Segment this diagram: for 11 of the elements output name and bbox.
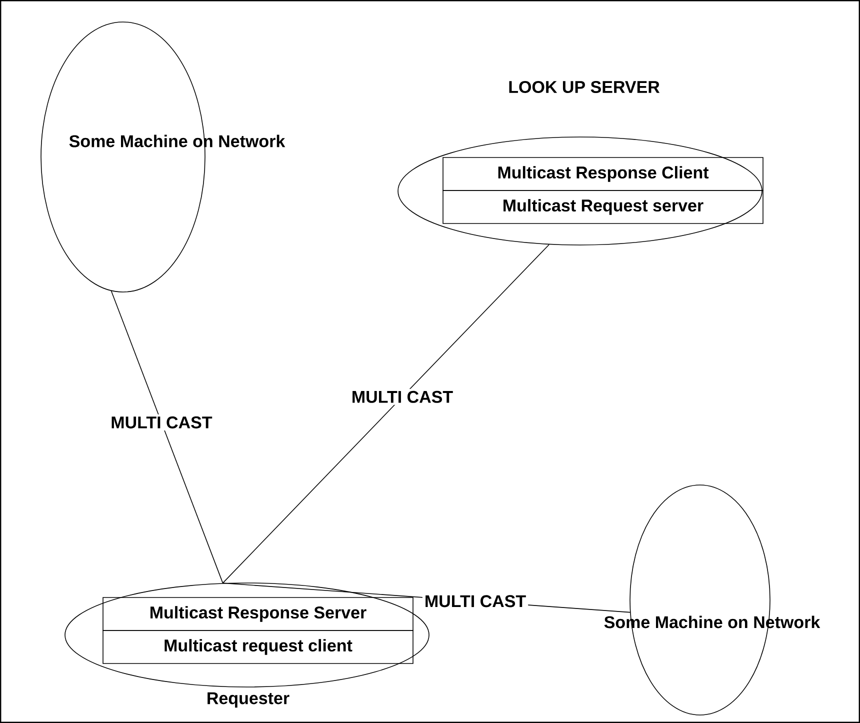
table-cell: Multicast Request server (442, 190, 764, 224)
table-cell: Multicast request client (102, 630, 414, 664)
edge-label: MULTI CAST (349, 388, 456, 405)
edge-label: MULTI CAST (108, 414, 214, 430)
edge-label: MULTI CAST (422, 593, 528, 610)
connector-line (222, 244, 550, 584)
node-label: LOOK UP SERVER (509, 80, 660, 94)
table-cell: Multicast Response Server (102, 597, 414, 631)
node-label: Requester (208, 692, 290, 708)
connector-line (110, 290, 224, 584)
table-cell: Multicast Response Client (442, 157, 764, 191)
